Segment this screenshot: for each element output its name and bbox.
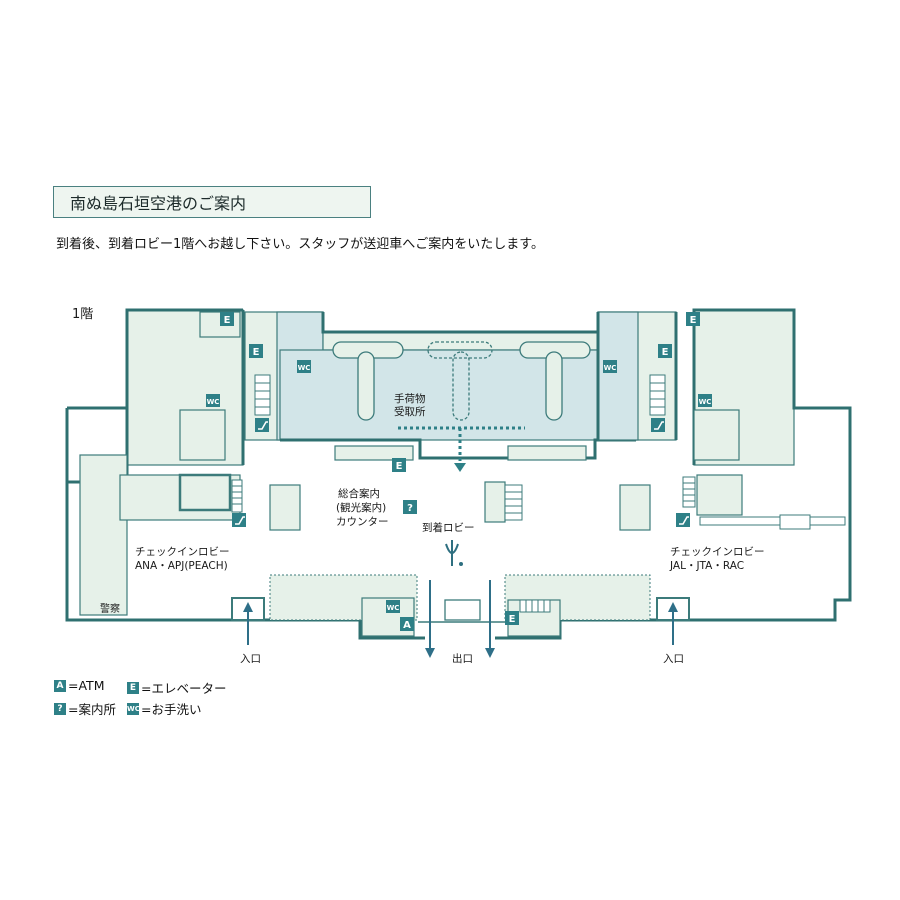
left-small-room — [179, 409, 226, 461]
escalator-icon — [255, 418, 269, 432]
arrival-arrow-icon — [454, 463, 466, 472]
exit-right-arrow-icon — [485, 580, 495, 658]
checkin-right-label-1: チェックインロビー — [670, 546, 765, 558]
page-title-box: 南ぬ島石垣空港のご案内 — [53, 186, 371, 218]
checkin-left-label-2: ANA・APJ(PEACH) — [135, 560, 228, 572]
atm-icon: A — [54, 679, 66, 692]
right-small-room — [693, 409, 740, 461]
left-room-box — [178, 473, 232, 512]
restroom-icon: WC — [127, 702, 140, 715]
atm-icon: A — [400, 617, 414, 631]
svg-text:WC: WC — [298, 364, 311, 372]
right-hall-shade — [696, 474, 743, 516]
info-icon: ? — [54, 702, 66, 715]
svg-text:E: E — [509, 614, 516, 625]
info-icon: ? — [403, 500, 417, 514]
left-stairs — [254, 374, 271, 416]
arrival-instruction: 到着後、到着ロビー1階へお越し下さい。スタッフが送迎車へご案内をいたします。 — [56, 237, 544, 252]
escalator-icon — [676, 513, 690, 527]
elevator-icon: E — [392, 458, 406, 472]
elevator-icon: E — [220, 312, 234, 326]
svg-text:WC: WC — [207, 398, 220, 406]
escalator-icon — [232, 513, 246, 527]
info-label-2: (観光案内) — [336, 501, 386, 514]
legend-info-text: =案内所 — [68, 702, 116, 717]
legend-atm-text: =ATM — [68, 678, 105, 693]
baggage-claim-label-2: 受取所 — [394, 406, 426, 418]
restroom-icon: WC — [386, 600, 400, 613]
central-stairs — [504, 484, 523, 521]
elevator-icon: E — [249, 344, 263, 358]
left-outer-wall — [65, 308, 245, 622]
central-desk-right — [507, 445, 587, 461]
info-label-1: 総合案内 — [338, 487, 380, 500]
elevator-icon: E — [127, 681, 139, 694]
right-stairs — [649, 374, 666, 416]
page-title: 南ぬ島石垣空港のご案内 — [70, 194, 247, 213]
svg-text:E: E — [662, 347, 669, 358]
escalator-icon — [651, 418, 665, 432]
exit-left-arrow-icon — [425, 580, 435, 658]
svg-text:WC: WC — [387, 604, 400, 612]
info-counter-block — [484, 481, 506, 523]
legend-info: ? =案内所 — [54, 699, 116, 718]
entrance-left-label: 入口 — [240, 653, 261, 665]
right-outer-wall — [596, 308, 852, 622]
checkin-right-label-2: JAL・JTA・RAC — [669, 560, 744, 572]
right-inner-shade — [597, 311, 639, 441]
svg-text:WC: WC — [699, 398, 712, 406]
baggage-claim-area — [279, 349, 637, 441]
entrance-right-arrow-icon — [668, 602, 678, 645]
restroom-icon: WC — [297, 360, 311, 373]
exit-label: 出口 — [452, 652, 473, 665]
svg-text:?: ? — [407, 503, 413, 514]
restroom-icon: WC — [698, 394, 712, 407]
police-label: 警察 — [100, 602, 120, 615]
restroom-icon: WC — [603, 360, 617, 373]
baggage-carousel-center — [427, 341, 493, 421]
elevator-icon: E — [658, 344, 672, 358]
arrival-lobby-label: 到着ロビー — [422, 521, 475, 534]
svg-text:WC: WC — [604, 364, 617, 372]
central-desk-left — [334, 445, 414, 461]
entrance-right-label: 入口 — [663, 653, 684, 665]
entrance-left-arrow-icon — [243, 602, 253, 645]
legend-atm: A =ATM — [54, 678, 104, 693]
restroom-icon: WC — [206, 394, 220, 407]
svg-text:E: E — [690, 315, 697, 326]
right-escalator — [682, 476, 696, 508]
svg-text:E: E — [224, 315, 231, 326]
floor-label: 1階 — [72, 307, 93, 322]
baggage-claim-label-1: 手荷物 — [394, 392, 426, 405]
front-stairs — [519, 599, 551, 613]
baggage-carousel-left — [332, 341, 404, 421]
exit-door-frame — [444, 599, 481, 621]
left-booth — [269, 484, 301, 531]
right-booth — [619, 484, 651, 531]
left-escalator — [231, 479, 243, 513]
checkin-left-label-1: チェックインロビー — [135, 546, 230, 558]
legend-elevator-text: =エレベーター — [141, 681, 227, 696]
info-label-3: カウンター — [336, 516, 389, 528]
legend-elevator: E =エレベーター — [127, 678, 226, 697]
left-corridor — [79, 454, 128, 616]
baggage-carousel-right — [519, 341, 591, 421]
svg-text:A: A — [403, 620, 411, 631]
arrival-logo-icon — [445, 540, 463, 566]
svg-text:E: E — [396, 461, 403, 472]
svg-text:E: E — [253, 347, 260, 358]
elevator-icon: E — [686, 312, 700, 326]
legend-wc-text: =お手洗い — [141, 702, 202, 717]
legend-wc: WC =お手洗い — [127, 699, 201, 718]
right-corridor-rail — [699, 514, 846, 530]
elevator-icon: E — [505, 611, 519, 625]
